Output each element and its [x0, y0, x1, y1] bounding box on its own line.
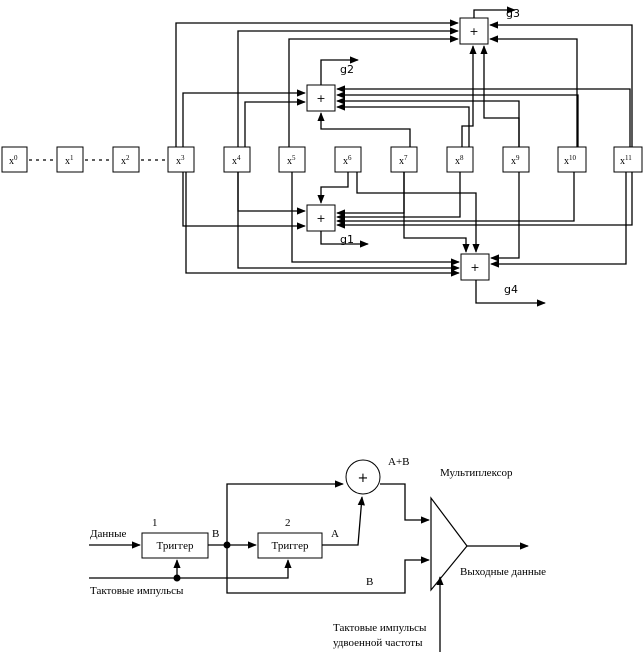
signal-a-label: A [331, 528, 339, 540]
trigger2-block: Триггер [257, 532, 323, 559]
svg-text:+: + [470, 261, 479, 274]
svg-text:x2: x2 [121, 154, 130, 167]
svg-text:+: + [469, 25, 478, 38]
svg-text:x10: x10 [564, 154, 577, 167]
svg-text:x0: x0 [9, 154, 18, 167]
multiplexer-block [430, 496, 468, 592]
trigger1-number: 1 [152, 517, 158, 529]
signal-b-lower-label: B [366, 576, 373, 588]
clock-label: Тактовые импульсы [90, 585, 184, 597]
register-x9: x9 [502, 146, 530, 173]
register-x10: x10 [557, 146, 587, 173]
signal-b-label: B [212, 528, 219, 540]
encoder-diagram: x0 x1 x2 x3 x4 x5 x6 x7 x8 x9 x10 x11 + [1, 6, 643, 307]
svg-text:Триггер: Триггер [272, 540, 309, 552]
svg-text:x1: x1 [65, 154, 74, 167]
double-clock-label-line1: Тактовые импульсы [333, 622, 427, 634]
adder-circle: + [345, 459, 381, 495]
sum-label: A+B [388, 456, 409, 468]
register-x7: x7 [390, 146, 418, 173]
svg-text:x4: x4 [232, 154, 241, 167]
svg-text:x6: x6 [343, 154, 352, 167]
svg-text:x3: x3 [176, 154, 185, 167]
svg-text:+: + [358, 471, 369, 486]
register-boxes: x0 x1 x2 x3 x4 x5 x6 x7 x8 x9 x10 x11 [1, 146, 643, 173]
encoder-wires [175, 6, 633, 307]
register-x3: x3 [167, 146, 195, 173]
output-label-g4: g4 [504, 283, 518, 296]
ddr-circuit-diagram: Данные 1 Триггер B 2 Триггер A + A+B [89, 456, 546, 652]
register-x5: x5 [278, 146, 306, 173]
adder-g2: + [306, 84, 336, 112]
adder-g3: + [459, 17, 489, 45]
register-x1: x1 [56, 146, 84, 173]
output-label-g2: g2 [340, 63, 354, 76]
svg-text:Триггер: Триггер [157, 540, 194, 552]
trigger2-number: 2 [285, 517, 291, 529]
adder-g4: + [460, 253, 490, 281]
register-x11: x11 [613, 146, 643, 173]
junction-node-clock [173, 574, 181, 582]
svg-text:x5: x5 [287, 154, 296, 167]
trigger1-block: Триггер [141, 532, 209, 559]
svg-text:x8: x8 [455, 154, 464, 167]
data-input-label: Данные [90, 528, 127, 540]
register-x0: x0 [1, 146, 28, 173]
output-label-g1: g1 [340, 233, 354, 246]
svg-text:+: + [316, 212, 325, 225]
register-x6: x6 [334, 146, 362, 173]
multiplexer-label: Мультиплексор [440, 467, 513, 479]
register-x4: x4 [223, 146, 251, 173]
register-x2: x2 [112, 146, 140, 173]
svg-text:x7: x7 [399, 154, 408, 167]
output-data-label: Выходные данные [460, 566, 546, 578]
adder-g1: + [306, 204, 336, 232]
svg-text:+: + [316, 92, 325, 105]
register-x8: x8 [446, 146, 474, 173]
svg-text:x9: x9 [511, 154, 520, 167]
svg-text:x11: x11 [620, 154, 632, 167]
output-label-g3: g3 [506, 7, 520, 20]
double-clock-label-line2: удвоенной частоты [333, 637, 423, 649]
